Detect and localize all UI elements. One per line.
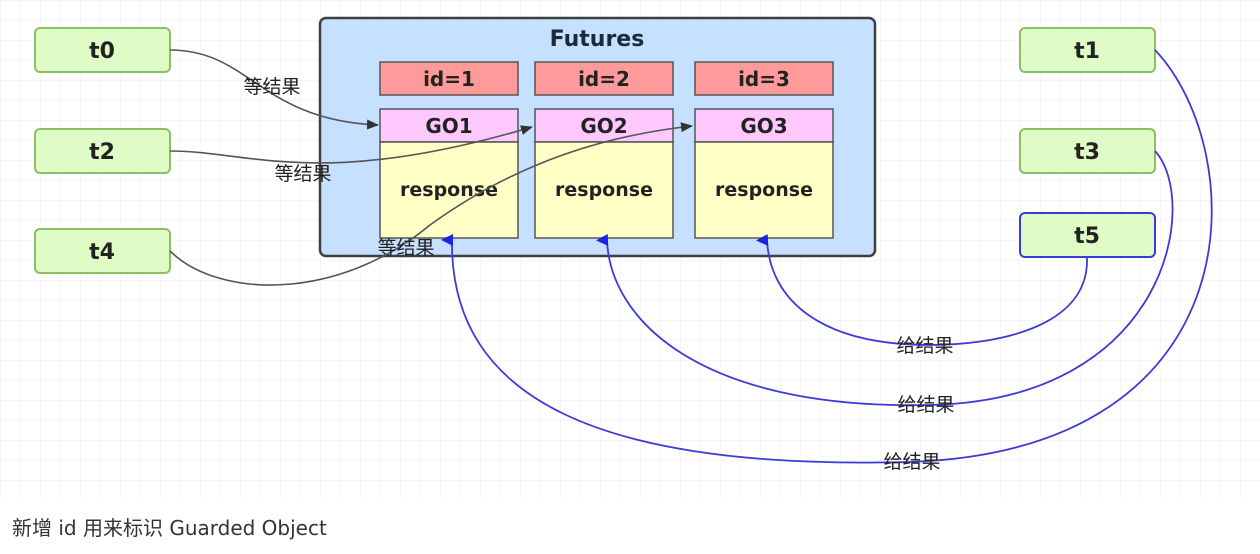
caption-text: 新增 id 用来标识 Guarded Object (12, 516, 327, 540)
thread-label: t0 (89, 39, 115, 64)
response-box (379, 141, 519, 239)
give-label-3: 给结果 (883, 451, 940, 473)
thread-label: t5 (1074, 224, 1100, 249)
id-box (379, 61, 519, 96)
thread-node-t1: t1 (1019, 27, 1156, 73)
future-column-1: id=1 GO1 response (379, 61, 519, 239)
give-arrow-t5-go3 (756, 233, 1088, 346)
go-label: GO3 (740, 114, 787, 138)
response-label: response (715, 179, 813, 201)
thread-node-t0: t0 (34, 27, 171, 73)
go-box (534, 108, 674, 143)
thread-node-t3: t3 (1019, 128, 1156, 174)
go-box (694, 108, 834, 143)
give-label-1: 给结果 (896, 335, 953, 357)
response-label: response (400, 179, 498, 201)
id-label: id=2 (578, 67, 630, 91)
wait-arrow-t0-go1 (169, 49, 379, 130)
response-label: response (555, 179, 653, 201)
future-column-3: id=3 GO3 response (694, 61, 834, 239)
response-box (534, 141, 674, 239)
wait-arrow-t4-go3 (169, 122, 693, 286)
give-arrow-t1-go1 (441, 49, 1213, 464)
go-box (379, 108, 519, 143)
future-column-2: id=2 GO2 response (534, 61, 674, 239)
id-label: id=1 (423, 67, 475, 91)
futures-title: Futures (550, 27, 645, 52)
give-arrow-t3-go2 (596, 150, 1174, 406)
give-label-2: 给结果 (897, 394, 954, 416)
wait-label-1: 等结果 (243, 76, 300, 98)
id-box (694, 61, 834, 96)
go-label: GO2 (580, 114, 627, 138)
wait-label-3: 等结果 (377, 237, 434, 259)
thread-label: t3 (1074, 140, 1100, 165)
wait-arrow-t2-go2 (169, 125, 533, 164)
thread-node-t4: t4 (34, 228, 171, 274)
wait-label-2: 等结果 (274, 163, 331, 185)
thread-node-t2: t2 (34, 128, 171, 174)
thread-label: t2 (89, 140, 115, 165)
thread-node-t5: t5 (1019, 212, 1156, 258)
thread-label: t1 (1074, 39, 1100, 64)
id-box (534, 61, 674, 96)
response-box (694, 141, 834, 239)
id-label: id=3 (738, 67, 790, 91)
go-label: GO1 (425, 114, 472, 138)
thread-label: t4 (89, 240, 115, 265)
diagram-canvas: Futures id=1 GO1 response id=2 GO2 respo… (0, 0, 1260, 498)
